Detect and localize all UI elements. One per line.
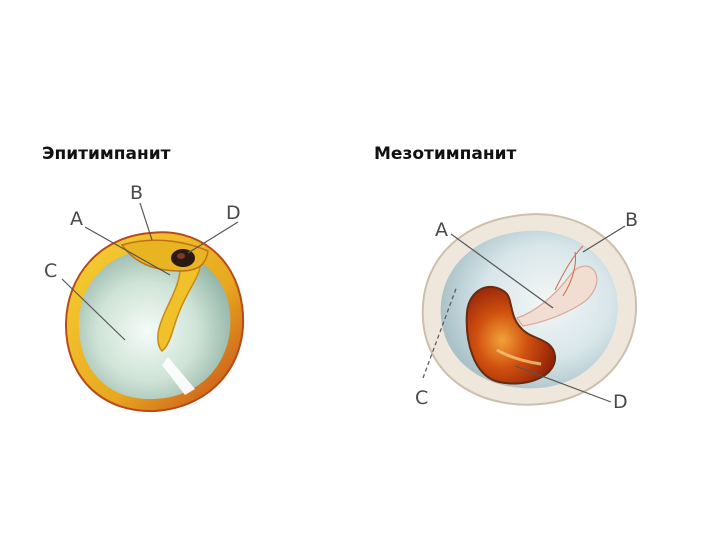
leader-line-d	[514, 365, 612, 403]
label-a: A	[70, 208, 83, 230]
leader-line-c	[422, 285, 458, 379]
tympanic-membrane	[78, 248, 231, 400]
malleus-handle	[157, 262, 201, 352]
leader-line-b	[582, 225, 626, 253]
right-figure-title: Мезотимпанит	[374, 144, 517, 164]
leader-line-b	[139, 202, 153, 241]
label-c: C	[44, 260, 57, 282]
label-d: D	[226, 202, 241, 224]
leader-line-a	[450, 233, 554, 309]
mesotympanitis-figure: A B C D	[405, 200, 650, 420]
leader-line-c	[61, 278, 126, 341]
leader-line-a	[84, 226, 171, 276]
light-reflex	[162, 357, 195, 395]
label-b: B	[625, 209, 638, 231]
mesotympanitis-svg: A B C D	[415, 209, 638, 413]
malleus-handle	[516, 265, 598, 327]
label-b: B	[130, 182, 143, 204]
label-a: A	[435, 219, 448, 241]
left-figure-title: Эпитимпанит	[42, 144, 171, 164]
epitympanitis-figure: A B C D	[30, 175, 270, 435]
epitympanitis-svg: A B C D	[44, 182, 245, 413]
label-d: D	[613, 391, 628, 413]
central-perforation	[465, 285, 557, 385]
leader-line-d	[187, 221, 239, 254]
label-c: C	[415, 387, 428, 409]
